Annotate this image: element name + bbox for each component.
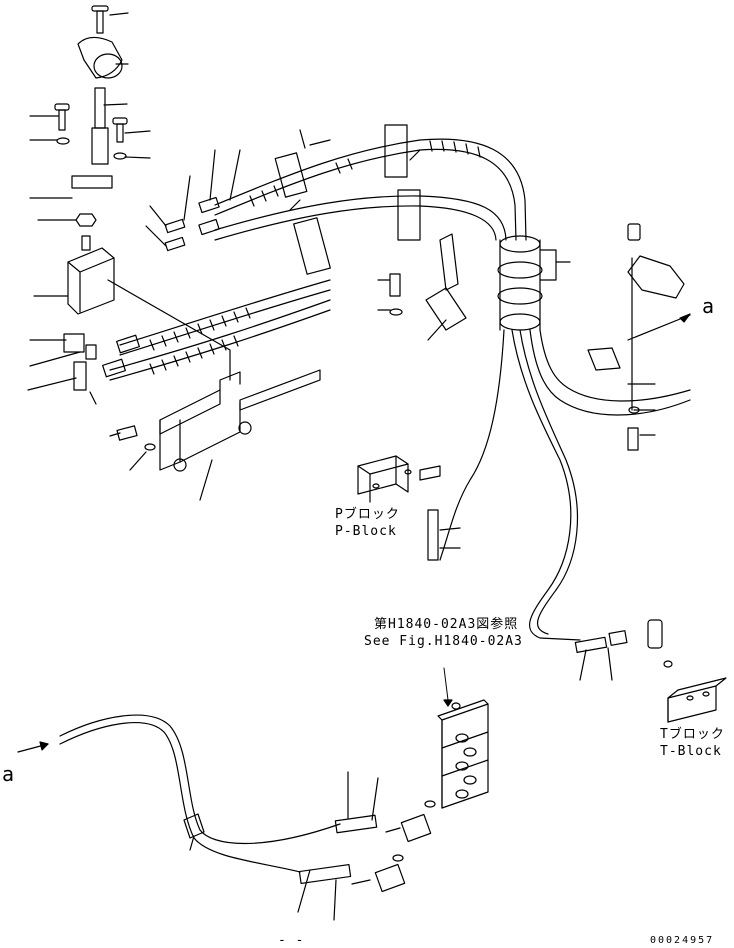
vertical-hose-bundle	[439, 235, 691, 641]
p-block-label-jp: Pブロック	[335, 507, 400, 522]
p-block-label-en: P-Block	[335, 524, 397, 539]
right-clamp	[587, 223, 691, 451]
t-block-label-en: T-Block	[660, 744, 722, 759]
top-bolt-assembly	[29, 5, 151, 227]
hose-fittings	[102, 149, 241, 378]
lower-valve-block	[297, 667, 489, 921]
reference-label-jp: 第H1840-02A3図参照	[374, 617, 519, 632]
lower-hose-loop	[17, 714, 341, 873]
mounting-bracket	[107, 279, 321, 501]
t-block-label-jp: Tブロック	[660, 727, 725, 742]
connection-marker-a-left: a	[2, 762, 15, 786]
valve-body	[27, 235, 115, 405]
center-bracket	[377, 233, 467, 341]
reference-label-en: See Fig.H1840-02A3	[364, 634, 523, 649]
page-marks: - -	[278, 933, 305, 948]
t-block	[574, 619, 727, 723]
p-block	[357, 455, 461, 561]
upper-hose-bundle	[109, 124, 527, 381]
connection-marker-a-top: a	[702, 294, 715, 318]
drawing-number: 00024957	[650, 935, 715, 946]
